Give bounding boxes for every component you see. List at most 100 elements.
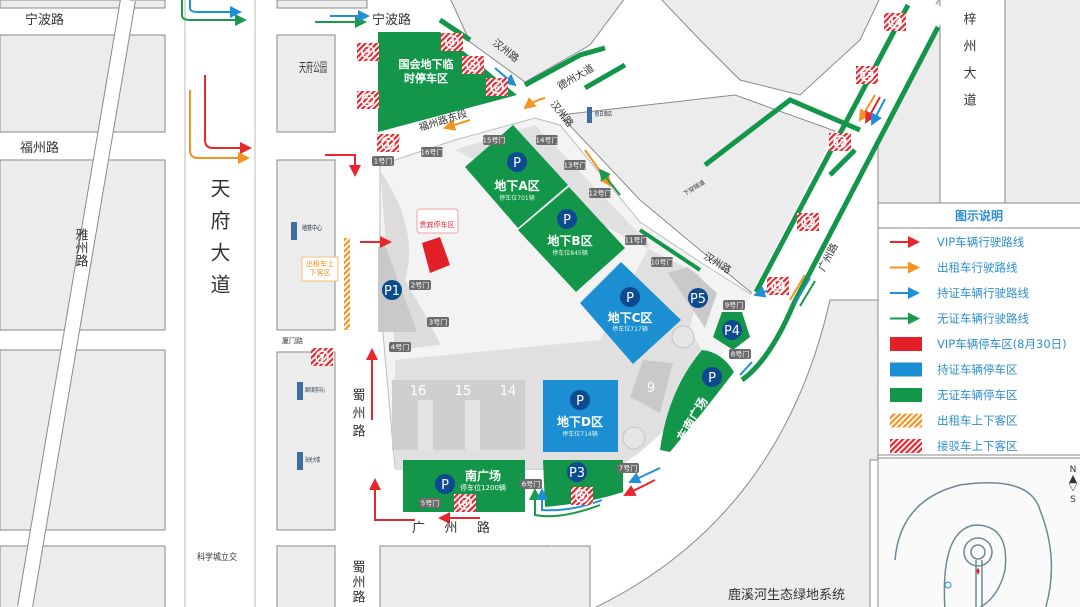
inset-locator-map: N S <box>877 457 1080 607</box>
hall-14-label: 14 <box>500 384 517 399</box>
legend-hatch <box>890 439 922 453</box>
dropoff-zone-7[interactable]: 7 <box>311 348 333 366</box>
taxi-area-label: 出租车上下客区 <box>306 260 334 277</box>
dropoff-zone-8[interactable]: 8 <box>454 494 476 512</box>
parking-p-letter: P5 <box>690 292 706 307</box>
dropoff-zone-2[interactable]: 2 <box>357 91 379 109</box>
parking-p-icon: P <box>435 474 455 494</box>
gate-label: 1号门 <box>374 157 392 166</box>
dropoff-zone-number: 13 <box>861 72 874 82</box>
holiday-inn-label: 假日酒店 <box>595 110 612 118</box>
gate-label: 10号门 <box>651 258 674 267</box>
parking-p-icon: P3 <box>567 462 587 482</box>
dropoff-zone-number: 9 <box>579 493 585 503</box>
legend-item: 无证车辆行驶路线 <box>890 312 1029 326</box>
gate-label: 5号门 <box>421 499 439 508</box>
vip-parking[interactable]: 贵宾停车区 <box>416 208 459 273</box>
metro-center-label: 地铁中心 <box>302 223 322 232</box>
dropoff-zone-number: 3 <box>365 49 371 59</box>
dropoff-zone-1[interactable]: 1 <box>377 134 399 152</box>
legend-label: 持证车辆行驶路线 <box>937 286 1029 300</box>
north-label: N <box>1070 465 1077 475</box>
gate-9[interactable]: 9号门 <box>723 300 745 310</box>
road-yazhou: 雅州路 <box>73 228 89 267</box>
gate-label: 14号门 <box>536 136 559 145</box>
halls: 16 15 14 9 <box>392 325 695 450</box>
dropoff-zone-10[interactable]: 10 <box>767 277 789 295</box>
legend-swatch <box>890 337 922 351</box>
hall-9-label: 9 <box>647 381 655 396</box>
parking-p-icon: P <box>570 390 590 410</box>
parking-p-letter: P <box>563 213 571 228</box>
road-guangzhou-south: 广 州 路 <box>412 520 490 536</box>
parking-p-icon: P <box>620 287 640 307</box>
buildings: 地铁中心 国际商务中心 海关大楼 假日酒店 <box>291 107 612 470</box>
gate-6[interactable]: 6号门 <box>520 479 542 489</box>
gate-8[interactable]: 8号门 <box>729 349 751 359</box>
parking-b[interactable]: 地下B区 停车位845辆 <box>518 187 625 292</box>
guohui-parking[interactable] <box>378 32 517 132</box>
legend-label: VIP车辆停车区(8月30日) <box>937 337 1067 351</box>
dropoff-zone-3[interactable]: 3 <box>357 43 379 61</box>
legend-label: 出租车上下客区 <box>937 414 1018 428</box>
gate-2[interactable]: 2号门 <box>409 280 431 290</box>
legend-item: 出租车上下客区 <box>890 413 1018 428</box>
gate-label: 7号门 <box>619 464 637 473</box>
parking-p3[interactable] <box>543 460 623 507</box>
dropoff-zone-11[interactable]: 11 <box>797 213 819 231</box>
parking-p-letter: P3 <box>569 466 585 481</box>
dropoff-zone-number: 1 <box>385 140 391 150</box>
parking-p-letter: P <box>708 371 716 386</box>
road-xiamen: 厦门路 <box>282 336 303 345</box>
gate-3[interactable]: 3号门 <box>427 317 449 327</box>
gate-13[interactable]: 13号门 <box>564 160 587 170</box>
legend-item: 持证车辆行驶路线 <box>890 286 1029 300</box>
parking-a[interactable]: 地下A区 停车位701辆 <box>465 125 568 228</box>
legend-label: 无证车辆停车区 <box>937 388 1018 402</box>
gate-12[interactable]: 12号门 <box>589 188 612 198</box>
gate-5[interactable]: 5号门 <box>419 498 441 508</box>
dropoff-zone-number: 5 <box>470 62 476 72</box>
legend-item: 出租车行驶路线 <box>890 261 1018 275</box>
road-zizhou-avenue: 梓州大道 <box>961 12 977 120</box>
location-pin-icon <box>976 568 980 575</box>
dropoff-zone-14[interactable]: 14 <box>884 13 906 31</box>
dropoff-zone-5[interactable]: 5 <box>462 56 484 74</box>
hall-16-label: 16 <box>410 384 427 399</box>
taxi-dropoff-strip <box>344 238 350 330</box>
legend-item: VIP车辆行驶路线 <box>890 235 1025 249</box>
gate-1[interactable]: 1号门 <box>372 156 394 166</box>
dropoff-zone-6[interactable]: 6 <box>486 78 508 96</box>
road-fuzhou: 福州路 <box>20 140 59 156</box>
gate-15[interactable]: 15号门 <box>483 135 506 145</box>
building-icon <box>297 382 303 400</box>
gate-label: 13号门 <box>564 161 587 170</box>
legend-label: 无证车辆行驶路线 <box>937 312 1029 326</box>
dropoff-zone-4[interactable]: 4 <box>441 33 463 51</box>
parking-c[interactable]: 地下C区 停车位717辆 <box>580 262 681 364</box>
legend-title: 图示说明 <box>955 208 1003 223</box>
gate-10[interactable]: 10号门 <box>651 257 674 267</box>
gate-label: 9号门 <box>725 301 743 310</box>
parking-p-letter: P <box>576 394 584 409</box>
gate-14[interactable]: 14号门 <box>536 135 559 145</box>
gates: 1号门 2号门 3号门 4号门 5号门 6号门 7号门 8号门 9号门 10号门 11号门 12号门 1… <box>372 135 751 508</box>
parking-d-title: 地下D区 <box>557 414 603 429</box>
gate-11[interactable]: 11号门 <box>625 235 648 245</box>
gate-label: 6号门 <box>522 480 540 489</box>
dropoff-zone-number: 7 <box>319 354 325 364</box>
intl-business-center-label: 国际商务中心 <box>305 386 325 394</box>
vip-parking-label: 贵宾停车区 <box>420 220 455 229</box>
airport-icon <box>944 581 952 589</box>
gate-7[interactable]: 7号门 <box>617 463 639 473</box>
gate-4[interactable]: 4号门 <box>389 342 411 352</box>
road-ningbo-right: 宁波路 <box>372 12 411 28</box>
dropoff-zone-12[interactable]: 12 <box>829 133 851 151</box>
dropoff-zone-9[interactable]: 9 <box>571 487 593 505</box>
gate-16[interactable]: 16号门 <box>421 147 444 157</box>
dropoff-zone-number: 11 <box>802 219 815 229</box>
parking-p-icon: P4 <box>722 320 742 340</box>
dropoff-zone-13[interactable]: 13 <box>856 66 878 84</box>
